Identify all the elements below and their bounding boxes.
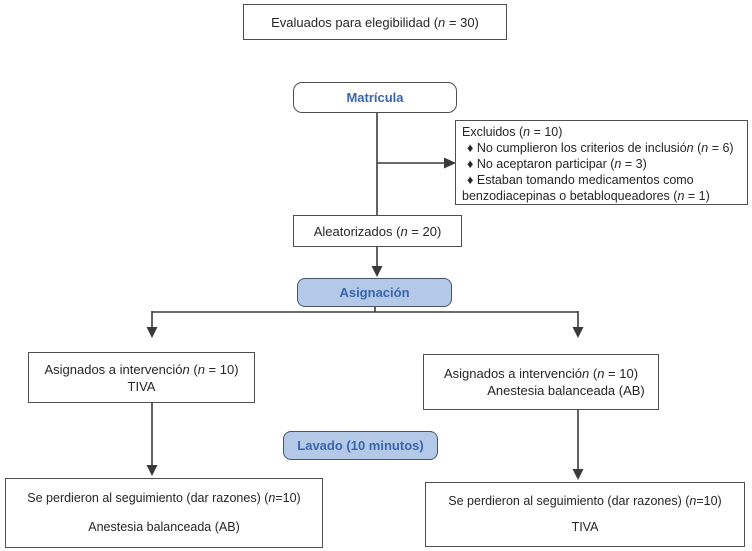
eligibility-label: Evaluados para elegibilidad (n = 30) xyxy=(271,14,479,30)
exclusions-box: Excluidos (n = 10) ♦ No cumplieron los c… xyxy=(455,120,748,205)
washout-label: Lavado (10 minutos) xyxy=(297,438,424,453)
right-arm-box: Asignados a intervención (n = 10) Aneste… xyxy=(423,354,659,410)
arrow-down-icon xyxy=(146,327,158,338)
left-followup-line2: Anestesia balanceada (AB) xyxy=(88,519,240,534)
exclusions-title: Excluidos (n = 10) xyxy=(462,125,563,139)
arrow-down-icon xyxy=(572,469,584,480)
left-followup-line1: Se perdieron al seguimiento (dar razones… xyxy=(27,491,301,506)
left-arm-line2: TIVA xyxy=(127,378,156,394)
right-followup-box: Se perdieron al seguimiento (dar razones… xyxy=(425,482,745,547)
enrollment-label: Matrícula xyxy=(346,90,404,105)
right-arm-line2: Anestesia balanceada (AB) xyxy=(487,383,645,398)
left-arm-box: Asignados a intervención (n = 10) TIVA xyxy=(28,352,255,403)
allocation-stage-box: Asignación xyxy=(297,278,452,307)
exclusion-item-continuation: benzodiacepinas o betabloqueadores (n = … xyxy=(462,189,710,203)
left-followup-box: Se perdieron al seguimiento (dar razones… xyxy=(5,478,323,548)
exclusion-item: ♦ Estaban tomando medicamentos como xyxy=(467,173,694,187)
randomized-box: Aleatorizados (n = 20) xyxy=(293,215,462,247)
right-followup-line1: Se perdieron al seguimiento (dar razones… xyxy=(448,493,722,508)
arrow-down-icon xyxy=(572,327,584,338)
washout-stage-box: Lavado (10 minutos) xyxy=(283,431,438,460)
right-arm-line1: Asignados a intervención (n = 10) xyxy=(443,366,639,381)
exclusion-item: ♦ No aceptaron participar (n = 3) xyxy=(467,157,647,171)
allocation-label: Asignación xyxy=(339,285,410,300)
exclusion-item: ♦ No cumplieron los criterios de inclusi… xyxy=(467,141,734,155)
enrollment-stage-box: Matrícula xyxy=(293,82,457,113)
arrow-down-icon xyxy=(146,465,158,476)
arrow-down-icon xyxy=(371,266,383,277)
left-arm-line1: Asignados a intervención (n = 10) xyxy=(44,361,239,377)
right-followup-line2: TIVA xyxy=(571,520,599,535)
randomized-label: Aleatorizados (n = 20) xyxy=(313,223,442,239)
eligibility-box: Evaluados para elegibilidad (n = 30) xyxy=(243,4,507,40)
